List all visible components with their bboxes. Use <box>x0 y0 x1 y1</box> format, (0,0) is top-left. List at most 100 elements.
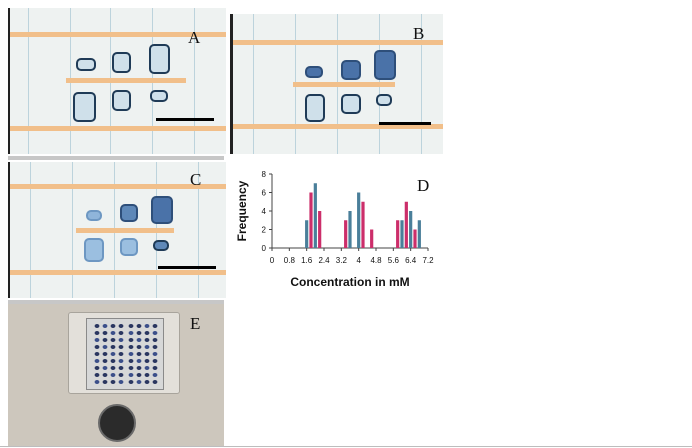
array-chamber <box>110 373 116 377</box>
array-chamber <box>144 345 150 349</box>
x-tick-label: 5.6 <box>388 256 400 265</box>
array-chamber <box>118 324 124 328</box>
array-chamber <box>110 380 116 384</box>
bar-series-1 <box>417 220 421 248</box>
divider <box>8 300 224 304</box>
x-tick-label: 0 <box>270 256 275 265</box>
chamber <box>341 94 361 114</box>
y-axis-title: Frequency <box>235 180 249 241</box>
array-chamber <box>144 338 150 342</box>
y-tick-label: 8 <box>262 170 267 179</box>
array-chamber <box>118 345 124 349</box>
chamber-filled <box>86 210 102 221</box>
chamber-filled <box>305 66 323 78</box>
array-chamber <box>152 338 158 342</box>
array-chamber <box>102 373 108 377</box>
array-chamber <box>118 366 124 370</box>
panel-e-label: E <box>190 314 201 333</box>
array-chamber <box>152 380 158 384</box>
bar-series-1 <box>409 211 413 248</box>
array-chamber <box>128 352 134 356</box>
chamber-filled <box>341 60 361 80</box>
array-chamber <box>128 373 134 377</box>
array-chamber <box>128 366 134 370</box>
chip <box>86 318 164 390</box>
array-chamber <box>152 324 158 328</box>
array-chamber <box>118 331 124 335</box>
bar-series-2 <box>404 201 408 248</box>
array-chamber <box>110 359 116 363</box>
bar-series-1 <box>357 192 361 248</box>
panel-a-photo: A <box>8 8 226 154</box>
array-chamber <box>102 345 108 349</box>
panel-d-label: D <box>417 176 429 195</box>
array-chamber <box>102 331 108 335</box>
bar-series-2 <box>413 229 417 248</box>
array-chamber <box>110 331 116 335</box>
array-chamber <box>136 359 142 363</box>
panel-c-photo: C <box>8 162 226 298</box>
array-chamber <box>128 324 134 328</box>
bar-series-2 <box>370 229 374 248</box>
array-chamber <box>102 338 108 342</box>
array-chamber <box>152 373 158 377</box>
array-chamber <box>94 345 100 349</box>
chamber <box>150 90 168 102</box>
array-chamber <box>136 338 142 342</box>
panel-e-photo: E <box>8 304 224 446</box>
array-chamber <box>144 380 150 384</box>
bar-series-1 <box>305 220 309 248</box>
array-chamber <box>128 345 134 349</box>
array-chamber <box>144 373 150 377</box>
array-chamber <box>152 366 158 370</box>
array-chamber <box>136 366 142 370</box>
array-chamber <box>152 331 158 335</box>
chamber <box>84 238 104 262</box>
y-tick-label: 6 <box>262 189 267 198</box>
array-chamber <box>128 338 134 342</box>
array-chamber <box>152 352 158 356</box>
array-chamber <box>144 366 150 370</box>
chamber-filled <box>374 50 396 80</box>
bar-series-2 <box>318 211 322 248</box>
array-chamber <box>136 352 142 356</box>
array-chamber <box>144 324 150 328</box>
panel-c-label: C <box>190 170 202 189</box>
panel-b-photo: B <box>230 14 443 154</box>
bar-series-2 <box>361 201 365 248</box>
bar-series-2 <box>396 220 400 248</box>
chamber <box>120 238 138 256</box>
array-chamber <box>94 380 100 384</box>
array-chamber <box>102 359 108 363</box>
x-tick-label: 1.6 <box>301 256 313 265</box>
array-chamber <box>144 359 150 363</box>
array-chamber <box>110 345 116 349</box>
x-tick-label: 3.2 <box>336 256 348 265</box>
chamber <box>153 240 169 251</box>
array-chamber <box>136 324 142 328</box>
array-chamber <box>102 380 108 384</box>
x-tick-label: 0.8 <box>284 256 296 265</box>
x-tick-label: 4 <box>356 256 361 265</box>
array-chamber <box>128 359 134 363</box>
array-chamber <box>118 338 124 342</box>
chamber <box>376 94 392 106</box>
x-axis-title: Concentration in mM <box>290 275 409 289</box>
chamber <box>305 94 325 122</box>
x-tick-label: 4.8 <box>370 256 382 265</box>
scale-bar <box>158 266 216 269</box>
bar-series-1 <box>400 220 404 248</box>
array-chamber <box>102 352 108 356</box>
array-chamber <box>94 331 100 335</box>
scale-bar <box>379 122 431 125</box>
chamber-filled <box>120 204 138 222</box>
array-chamber <box>144 352 150 356</box>
bar-series-1 <box>313 183 317 248</box>
array-chamber <box>118 352 124 356</box>
array-chamber <box>128 380 134 384</box>
array-chamber <box>136 345 142 349</box>
array-chamber <box>94 338 100 342</box>
array-chamber <box>94 359 100 363</box>
chamber <box>73 92 96 122</box>
